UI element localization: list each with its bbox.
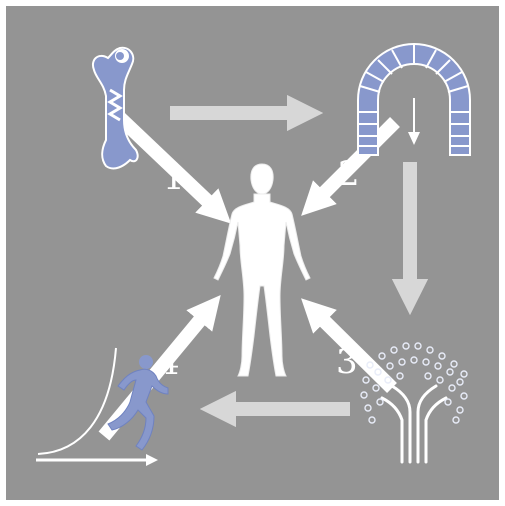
label-2: 2 (338, 154, 360, 194)
label-1: 1 (163, 158, 185, 198)
label-4: 4 (158, 343, 180, 383)
stone-arch-icon (358, 44, 470, 155)
label-3: 3 (336, 342, 358, 382)
